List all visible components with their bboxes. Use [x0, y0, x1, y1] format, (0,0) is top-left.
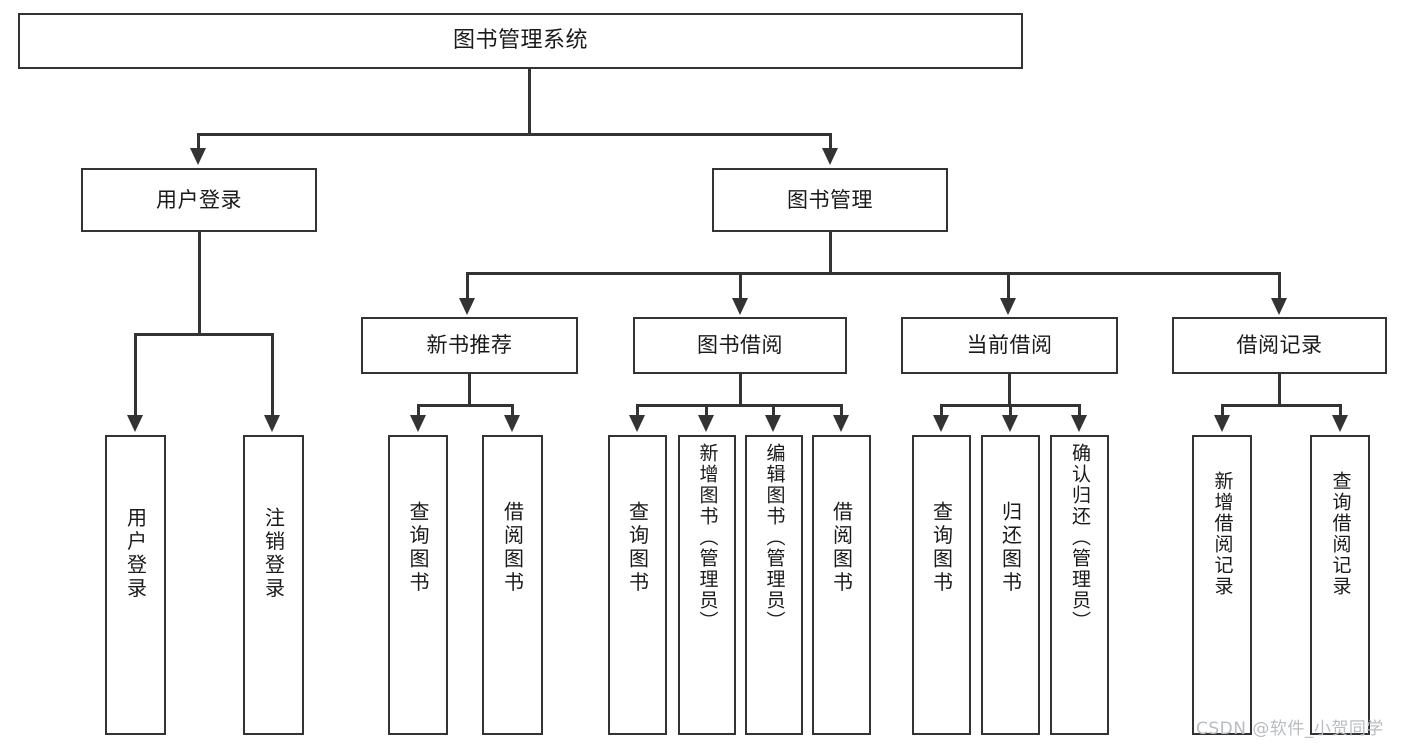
connector-bb-to-leaf-3	[772, 404, 775, 417]
connector-br-to-leaf-2	[1339, 404, 1342, 417]
node-leaf-confirm-return-admin-label: 确认归还（管理员）	[1069, 443, 1091, 632]
connector-bm-to-current-borrow	[1007, 272, 1010, 299]
arrow-root-to-book-management	[822, 148, 838, 165]
connector-cb-to-leaf-2	[1009, 404, 1012, 417]
arrow-bb-to-leaf-4	[833, 415, 849, 432]
node-leaf-query-borrow-record-label: 查询借阅记录	[1329, 471, 1352, 597]
node-leaf-query-book-cur-label: 查询图书	[929, 501, 954, 595]
arrow-user-login-to-leaf-2	[264, 415, 280, 432]
node-leaf-user-login-label: 用户登录	[123, 507, 148, 601]
arrow-bm-to-new-book	[459, 298, 475, 315]
node-leaf-borrow-book-rec[interactable]: 借阅图书	[482, 435, 543, 735]
connector-root-stem	[528, 69, 531, 133]
arrow-root-to-user-login	[190, 148, 206, 165]
node-leaf-borrow-book-rec-label: 借阅图书	[500, 501, 525, 595]
connector-book-management-stem	[829, 232, 832, 272]
connector-user-login-stem	[198, 232, 201, 333]
connector-borrow-record-bar	[1221, 404, 1340, 407]
connector-bm-to-borrow-record	[1278, 272, 1281, 299]
node-leaf-edit-book-admin-label: 编辑图书（管理员）	[763, 443, 786, 632]
connector-current-borrow-stem	[1008, 374, 1011, 404]
node-leaf-edit-book-admin[interactable]: 编辑图书（管理员）	[745, 435, 803, 735]
node-book-management-label: 图书管理	[787, 187, 873, 212]
node-book-borrow-label: 图书借阅	[697, 333, 783, 358]
node-leaf-return-book-label: 归还图书	[998, 501, 1023, 595]
connector-book-borrow-stem	[739, 374, 742, 404]
connector-root-to-user-login	[197, 133, 200, 150]
connector-new-book-bar	[417, 404, 513, 407]
connector-root-bar	[197, 133, 831, 136]
node-leaf-query-book-borrow[interactable]: 查询图书	[608, 435, 667, 735]
arrow-bm-to-book-borrow	[732, 298, 748, 315]
arrow-user-login-to-leaf-1	[127, 415, 143, 432]
node-leaf-query-book-rec-label: 查询图书	[406, 501, 430, 595]
connector-bb-to-leaf-2	[705, 404, 708, 417]
node-new-book-recommend[interactable]: 新书推荐	[361, 317, 578, 374]
connector-new-book-stem	[468, 374, 471, 404]
arrow-br-to-leaf-2	[1332, 415, 1348, 432]
node-leaf-query-book-cur[interactable]: 查询图书	[912, 435, 971, 735]
connector-book-management-bar	[466, 272, 1280, 275]
arrow-bb-to-leaf-2	[698, 415, 714, 432]
node-leaf-confirm-return-admin[interactable]: 确认归还（管理员）	[1050, 435, 1109, 735]
node-leaf-add-book-admin[interactable]: 新增图书（管理员）	[678, 435, 736, 735]
node-leaf-borrow-book-label: 借阅图书	[829, 501, 854, 595]
node-leaf-query-book-borrow-label: 查询图书	[625, 501, 650, 595]
node-leaf-borrow-book[interactable]: 借阅图书	[812, 435, 871, 735]
arrow-bb-to-leaf-3	[765, 415, 781, 432]
arrow-br-to-leaf-1	[1214, 415, 1230, 432]
node-borrow-record-label: 借阅记录	[1236, 333, 1323, 358]
node-leaf-user-logout-label: 注销登录	[261, 507, 286, 601]
arrow-cb-to-leaf-1	[933, 415, 949, 432]
arrow-cb-to-leaf-2	[1002, 415, 1018, 432]
connector-bm-to-book-borrow	[739, 272, 742, 299]
arrow-nb-to-leaf-2	[504, 415, 520, 432]
node-borrow-record[interactable]: 借阅记录	[1172, 317, 1387, 374]
connector-cb-to-leaf-1	[940, 404, 943, 417]
connector-root-to-book-management	[829, 133, 832, 150]
arrow-bm-to-borrow-record	[1271, 298, 1287, 315]
node-leaf-add-book-admin-label: 新增图书（管理员）	[696, 443, 719, 632]
node-book-management[interactable]: 图书管理	[712, 168, 948, 232]
arrow-nb-to-leaf-1	[410, 415, 426, 432]
node-leaf-add-borrow-record[interactable]: 新增借阅记录	[1192, 435, 1252, 735]
node-book-borrow[interactable]: 图书借阅	[633, 317, 847, 374]
connector-bm-to-new-book	[466, 272, 469, 299]
arrow-bb-to-leaf-1	[629, 415, 645, 432]
connector-book-borrow-bar	[636, 404, 842, 407]
connector-nb-to-leaf-2	[511, 404, 514, 417]
node-user-login-label: 用户登录	[156, 187, 242, 212]
connector-cb-to-leaf-3	[1078, 404, 1081, 417]
node-current-borrow[interactable]: 当前借阅	[901, 317, 1118, 374]
node-current-borrow-label: 当前借阅	[966, 333, 1053, 358]
node-leaf-user-login[interactable]: 用户登录	[105, 435, 166, 735]
connector-nb-to-leaf-1	[417, 404, 420, 417]
connector-br-to-leaf-1	[1221, 404, 1224, 417]
connector-user-login-bar	[134, 333, 271, 336]
node-root[interactable]: 图书管理系统	[18, 13, 1023, 69]
connector-borrow-record-stem	[1278, 374, 1281, 404]
node-leaf-query-borrow-record[interactable]: 查询借阅记录	[1310, 435, 1370, 735]
connector-bb-to-leaf-1	[636, 404, 639, 417]
connector-user-login-to-leaf-1	[134, 333, 137, 417]
arrow-cb-to-leaf-3	[1071, 415, 1087, 432]
connector-bb-to-leaf-4	[840, 404, 843, 417]
node-leaf-user-logout[interactable]: 注销登录	[243, 435, 304, 735]
node-leaf-add-borrow-record-label: 新增借阅记录	[1211, 471, 1234, 597]
csdn-watermark: CSDN @软件_小贺同学	[1196, 719, 1384, 739]
connector-user-login-to-leaf-2	[271, 333, 274, 417]
node-leaf-return-book[interactable]: 归还图书	[981, 435, 1040, 735]
node-new-book-recommend-label: 新书推荐	[426, 333, 513, 358]
node-user-login[interactable]: 用户登录	[81, 168, 317, 232]
arrow-bm-to-current-borrow	[1000, 298, 1016, 315]
node-root-label: 图书管理系统	[452, 28, 588, 54]
node-leaf-query-book-rec[interactable]: 查询图书	[388, 435, 448, 735]
